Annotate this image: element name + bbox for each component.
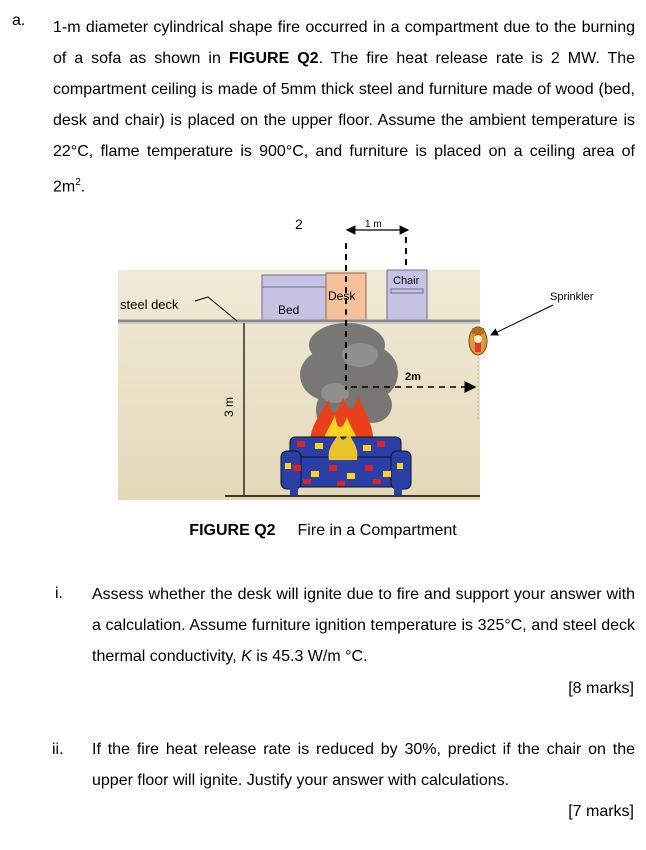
intro-text-3: . [80, 178, 86, 196]
part-ii-label: ii. [52, 741, 64, 758]
figure-caption: FIGURE Q2 Fire in a Compartment [0, 522, 646, 540]
sprinkler-leader [490, 304, 554, 336]
sofa-icon [280, 436, 412, 495]
part-i-label: i. [55, 585, 63, 602]
intro-text-2: . The fire heat release rate is 2 MW. Th… [53, 50, 636, 196]
dimension-2m-label: 2m [405, 371, 421, 383]
fire-front-flame [328, 433, 358, 460]
part-i-italic-k: K [241, 648, 252, 665]
figure-reference: FIGURE Q2 [228, 50, 319, 67]
caption-tag: FIGURE Q2 [189, 522, 276, 539]
sprinkler-label: Sprinkler [550, 291, 594, 303]
question-label: a. [12, 12, 26, 29]
desk-label: Desk [328, 289, 356, 303]
part-i-text-1: Assess whether the desk will ignite due … [92, 586, 635, 665]
intro-text-1: 1-m diameter cylindrical shape fire occu… [53, 19, 635, 67]
part-i-marks: [8 marks] [568, 680, 634, 697]
part-ii-text: If the fire heat release rate is reduced… [92, 741, 635, 789]
part-i-text: Assess whether the desk will ignite due … [92, 579, 635, 672]
question-intro: 1-m diameter cylindrical shape fire occu… [53, 12, 635, 202]
figure-q2: 2 1 m Bed Desk Chair steel deck 2m [115, 215, 625, 515]
steel-deck-label: steel deck [120, 297, 179, 312]
part-i-text-2: is 45.3 W/m °C. [251, 648, 368, 665]
superscript-2: 2 [75, 177, 81, 188]
dimension-1m-label: 1 m [365, 219, 382, 230]
figure-number-label: 2 [295, 216, 303, 232]
bed-label: Bed [278, 303, 299, 317]
figure-drawing: 2 1 m Bed Desk Chair steel deck 2m [118, 216, 594, 500]
steel-deck-leader [194, 296, 238, 322]
caption-text: Fire in a Compartment [297, 522, 457, 539]
chair-label: Chair [393, 275, 420, 287]
dimension-3m-label: 3 m [222, 397, 236, 417]
part-ii-marks: [7 marks] [568, 803, 634, 820]
sprinkler-icon [468, 326, 488, 356]
chair-seat [390, 288, 424, 294]
smoke-highlight [321, 343, 378, 403]
